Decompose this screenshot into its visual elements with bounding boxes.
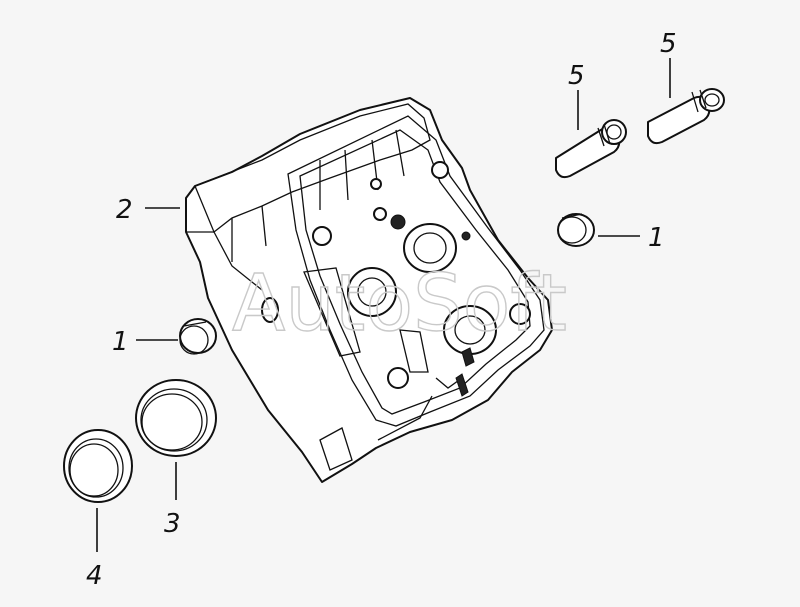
callout-5a: 5 [568,61,585,91]
valve-guide-right [647,88,725,145]
seal-ring-4 [63,429,133,503]
callout-1a: 1 [112,327,129,357]
callout-1b: 1 [648,223,665,253]
seal-ring-3 [135,379,217,457]
gasket-face [287,115,545,427]
plug-right [557,213,595,247]
valve-bore-lower [347,267,397,317]
valve-guide-left [555,119,627,179]
valve-bore-upper [403,223,457,273]
callout-2: 2 [116,195,133,225]
plug-left [179,318,217,355]
callout-5b: 5 [660,29,677,59]
cylinder-head [185,97,553,483]
watermark: AutoSoft [232,259,567,349]
callout-3: 3 [164,509,181,539]
callout-4: 4 [86,561,103,591]
